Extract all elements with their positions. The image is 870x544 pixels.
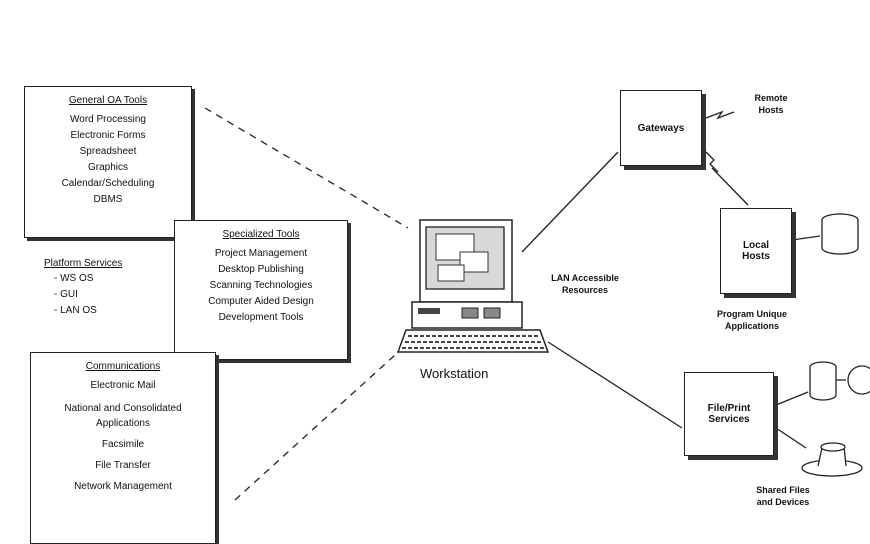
list-item: DBMS	[93, 194, 123, 205]
list-item: Network Management	[74, 481, 172, 492]
lightning-bolt-icon	[705, 110, 735, 120]
file-print-services-server: File/Print Services	[684, 372, 774, 456]
list-item: Project Management	[214, 248, 308, 259]
list-item: Scanning Technologies	[209, 280, 313, 291]
gateways-label: Gateways	[637, 122, 685, 134]
communications-box: Communications Electronic Mail National …	[30, 352, 216, 544]
list-item: Spreadsheet	[79, 146, 137, 157]
file-print-services-label: File/Print Services	[707, 403, 751, 425]
local-hosts-label: Local Hosts	[742, 240, 770, 262]
general-oa-tools-title: General OA Tools	[68, 95, 148, 106]
disk-icon	[847, 365, 870, 395]
list-item: Computer Aided Design	[208, 296, 314, 307]
lightning-bolt-icon-2	[705, 151, 719, 173]
list-item: Word Processing	[70, 114, 146, 125]
link-file-db	[775, 391, 809, 406]
list-item: Facsimile	[101, 439, 145, 450]
platform-services-list: - WS OS - GUI - LAN OS	[44, 271, 164, 319]
remote-hosts-label: Remote Hosts	[754, 93, 788, 115]
link-gateways-local	[711, 167, 749, 206]
database-icon-shared	[809, 361, 837, 401]
workstation-label: Workstation	[420, 366, 489, 381]
list-item: Development Tools	[218, 312, 304, 323]
platform-services: Platform Services - WS OS - GUI - LAN OS	[44, 258, 164, 319]
list-item: - LAN OS	[54, 305, 97, 316]
gateways-server: Gateways	[620, 90, 702, 166]
list-item: - GUI	[54, 289, 78, 300]
dashed-link-communications	[234, 354, 396, 501]
workstation-computer-icon	[396, 219, 550, 353]
dashed-link-general-oa	[204, 107, 409, 229]
list-item: - WS OS	[54, 273, 94, 284]
link-file-print	[547, 341, 683, 429]
list-item: Calendar/Scheduling	[61, 178, 155, 189]
printer-icon	[801, 442, 863, 477]
general-oa-tools-list: Word Processing Electronic Forms Spreads…	[25, 112, 191, 208]
link-file-printer	[775, 427, 807, 449]
platform-services-title: Platform Services	[44, 258, 123, 269]
list-item: Graphics	[87, 162, 128, 173]
program-unique-applications-label: Program Unique Applications	[716, 309, 787, 331]
communications-list: Electronic Mail National and Consolidate…	[31, 378, 215, 494]
list-item: File Transfer	[95, 460, 151, 471]
database-icon	[821, 213, 859, 255]
list-item: Electronic Mail	[90, 380, 156, 391]
link-gateways	[521, 151, 619, 253]
specialized-tools-list: Project Management Desktop Publishing Sc…	[175, 246, 347, 326]
connector-lines	[204, 107, 870, 501]
link-local-db	[791, 235, 821, 241]
list-item: Desktop Publishing	[218, 264, 304, 275]
specialized-tools-title: Specialized Tools	[222, 229, 300, 240]
lan-accessible-resources-label: LAN Accessible Resources	[551, 273, 619, 295]
list-item: National and Consolidated Applications	[64, 403, 182, 429]
specialized-tools-box: Specialized Tools Project Management Des…	[174, 220, 348, 360]
communications-title: Communications	[85, 361, 161, 372]
general-oa-tools-box: General OA Tools Word Processing Electro…	[24, 86, 192, 238]
list-item: Electronic Forms	[70, 130, 146, 141]
local-hosts-server: Local Hosts	[720, 208, 792, 294]
shared-files-and-devices-label: Shared Files and Devices	[756, 485, 810, 507]
